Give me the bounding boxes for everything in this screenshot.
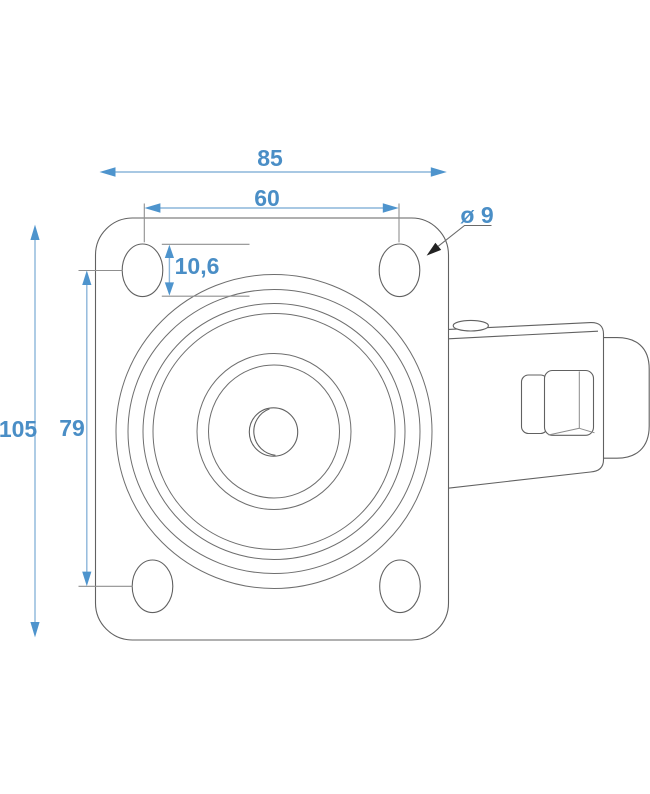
arrowhead-85-left <box>99 167 116 177</box>
arrowhead-79-bottom <box>82 571 92 587</box>
mounting-hole-bottom-right <box>379 559 421 614</box>
mounting-hole-bottom-left <box>131 559 174 614</box>
mounting-plate-group <box>94 217 450 641</box>
center-hole <box>248 407 299 457</box>
bearing-ring-4 <box>152 313 396 550</box>
brake-block-recess-bottom-left <box>548 427 580 436</box>
bearing-ring-5 <box>196 353 352 510</box>
arrowhead-106-top <box>164 244 174 258</box>
label-plate-height: 105 <box>0 416 37 442</box>
leader-line-diameter <box>437 224 492 247</box>
bearing-ring-6 <box>208 364 340 499</box>
arrowhead-60-right <box>382 203 399 213</box>
fork-top-flange-line <box>445 330 599 340</box>
wheel-outline <box>595 337 650 459</box>
wheel-assembly <box>445 319 650 489</box>
dimension-labels: 85 60 10,6 ø 9 105 79 <box>0 145 494 442</box>
pin-ellipse <box>452 319 489 332</box>
brake-block-step <box>520 374 549 435</box>
mounting-plate-outline <box>94 217 450 641</box>
arrowhead-106-bottom <box>164 282 174 296</box>
bearing-ring-3 <box>142 303 406 560</box>
label-hole-slot-height: 10,6 <box>175 253 220 279</box>
leader-diameter <box>426 224 492 256</box>
bearing-ring-2 <box>127 289 421 574</box>
center-hole-chamfer-arc <box>253 408 276 456</box>
leader-arrowhead-diameter <box>426 242 442 256</box>
arrowhead-85-right <box>430 167 447 177</box>
dimension-lines <box>30 167 447 638</box>
brake-block-main <box>543 369 595 436</box>
mounting-hole-top-right <box>378 243 421 298</box>
arrowhead-79-top <box>82 270 92 285</box>
arrowhead-105-bottom <box>30 622 40 638</box>
extension-lines <box>78 203 400 587</box>
label-hole-diameter: ø 9 <box>460 202 493 228</box>
brake-block-recess-bottom-right <box>579 427 595 434</box>
bearing-ring-1 <box>115 274 433 589</box>
label-hole-spacing-x: 60 <box>254 185 280 211</box>
label-hole-spacing-y: 79 <box>59 415 85 441</box>
arrowhead-105-top <box>30 224 40 240</box>
mounting-hole-top-left <box>121 243 164 298</box>
label-plate-width: 85 <box>257 145 283 171</box>
arrowhead-60-left <box>144 203 161 213</box>
